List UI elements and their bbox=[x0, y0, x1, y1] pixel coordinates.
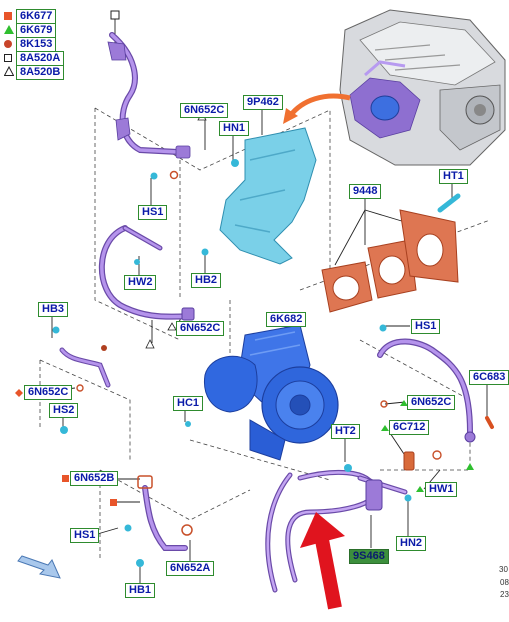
callout-6n652c[interactable]: 6N652C bbox=[180, 103, 229, 118]
callout-hc1[interactable]: HC1 bbox=[173, 396, 204, 411]
legend-code: 8K153 bbox=[16, 37, 57, 52]
callout-hw2[interactable]: HW2 bbox=[124, 275, 157, 290]
view-direction-arrow-icon bbox=[17, 555, 61, 579]
callout-arrow-engine bbox=[288, 93, 351, 118]
open-square-icon bbox=[4, 54, 12, 62]
callout-hs2[interactable]: HS2 bbox=[49, 403, 79, 418]
callout-arrow-engine-head bbox=[283, 108, 298, 124]
callout-9p462[interactable]: 9P462 bbox=[243, 95, 283, 110]
legend-code: 8A520A bbox=[16, 51, 65, 66]
callout-6n652c[interactable]: 6N652C bbox=[407, 395, 456, 410]
legend-code: 6K677 bbox=[16, 9, 57, 24]
engine-block-illustration bbox=[339, 9, 506, 166]
callout-hs1[interactable]: HS1 bbox=[138, 205, 168, 220]
highlight-arrow bbox=[300, 512, 345, 610]
filled-square-icon bbox=[4, 12, 12, 20]
filled-circle-icon bbox=[4, 40, 12, 48]
gaskets-9448 bbox=[321, 209, 459, 313]
callout-6n652b[interactable]: 6N652B bbox=[70, 471, 119, 486]
callout-6c683[interactable]: 6C683 bbox=[469, 370, 509, 385]
corner-ref-3: 23 bbox=[500, 590, 509, 599]
callout-6n652a[interactable]: 6N652A bbox=[166, 561, 215, 576]
callout-ht2[interactable]: HT2 bbox=[331, 424, 360, 439]
callout-hb1[interactable]: HB1 bbox=[125, 583, 156, 598]
corner-ref-1: 30 bbox=[499, 565, 508, 574]
callout-hw1[interactable]: HW1 bbox=[425, 482, 458, 497]
callout-hb3[interactable]: HB3 bbox=[38, 302, 69, 317]
open-triangle-icon bbox=[4, 66, 14, 76]
callout-hn2[interactable]: HN2 bbox=[396, 536, 427, 551]
coolant-pipe-right bbox=[377, 338, 473, 435]
corner-ref-2: 08 bbox=[500, 578, 509, 587]
fasteners bbox=[52, 159, 412, 532]
callout-9448[interactable]: 9448 bbox=[349, 184, 382, 199]
legend-code: 8A520B bbox=[16, 65, 65, 80]
callout-hb2[interactable]: HB2 bbox=[191, 273, 222, 288]
callout-6c712[interactable]: 6C712 bbox=[389, 420, 430, 435]
callout-hn1[interactable]: HN1 bbox=[219, 121, 250, 136]
turbocharger-assembly bbox=[203, 324, 339, 461]
oil-feed-pipe-top bbox=[109, 32, 181, 155]
callout-6n652c[interactable]: 6N652C bbox=[24, 385, 73, 400]
legend-code: 6K679 bbox=[16, 23, 57, 38]
filled-triangle-icon bbox=[4, 25, 14, 34]
callout-hs1[interactable]: HS1 bbox=[411, 319, 441, 334]
callout-9s468[interactable]: 9S468 bbox=[349, 549, 389, 564]
callout-ht1[interactable]: HT1 bbox=[439, 169, 468, 184]
coolant-pipe-left bbox=[98, 225, 193, 320]
callout-hs1[interactable]: HS1 bbox=[70, 528, 100, 543]
callout-6n652c[interactable]: 6N652C bbox=[176, 321, 225, 336]
callout-6k682[interactable]: 6K682 bbox=[266, 312, 307, 327]
heat-shield bbox=[219, 127, 317, 265]
